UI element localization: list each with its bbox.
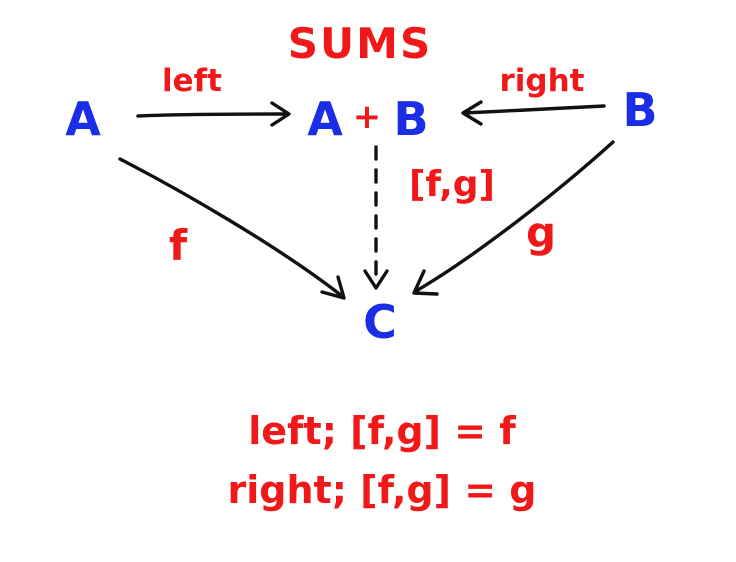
- node-c: C: [363, 295, 397, 349]
- node-sum-left: A: [307, 92, 343, 146]
- node-sum-plus: +: [353, 97, 382, 137]
- diagram-title: SUMS: [288, 19, 432, 68]
- arrow-f: [118, 157, 346, 300]
- arrow-left: [136, 101, 291, 127]
- node-a: A: [65, 92, 101, 146]
- edge-label-copair: [f,g]: [409, 164, 495, 205]
- edge-label-left: left: [162, 63, 222, 99]
- edge-label-g: g: [526, 208, 556, 257]
- arrow-right: [461, 100, 606, 126]
- edge-label-f: f: [169, 221, 188, 270]
- equation-left: left; [f,g] = f: [248, 409, 516, 453]
- arrow-copair-dashed: [363, 145, 389, 290]
- edge-label-right: right: [500, 63, 585, 99]
- node-sum: A + B: [307, 92, 428, 146]
- equation-right: right; [f,g] = g: [228, 468, 537, 512]
- arrow-g: [412, 140, 615, 296]
- node-b: B: [622, 83, 657, 137]
- node-sum-right: B: [393, 92, 428, 146]
